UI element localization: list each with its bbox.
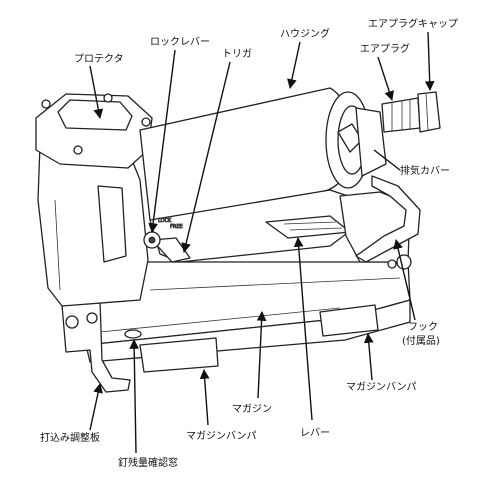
exhaust-cover-part [355, 107, 387, 177]
nose-plate [61, 299, 131, 393]
label-magazine: マガジン [232, 403, 272, 415]
label-housing: ハウジング [280, 27, 330, 40]
nail-window [124, 329, 142, 339]
label-trigger: トリガ [222, 48, 252, 60]
label-drive-adjust-plate: 打込み調整板 [40, 431, 100, 444]
label-magazine-bumper-bottom: マガジンバンパ [186, 430, 257, 442]
marking-lock: LOCK [158, 218, 172, 224]
label-exhaust-cover: 排気カバー [400, 164, 450, 177]
air-plug-part [381, 97, 421, 133]
label-magazine-bumper-right: マガジンバンパ [346, 381, 417, 393]
head-window [97, 185, 127, 263]
trigger-part [151, 237, 191, 263]
label-air-plug: エアプラグ [360, 42, 410, 55]
label-protector: プロテクタ [74, 53, 124, 65]
callouts: プロテクタ ロックレバー トリガ ハウジング エアプラグキャップ エアプラグ 排… [40, 17, 458, 469]
label-lever: レバー [300, 427, 330, 439]
magazine-bumper-right-part [319, 304, 379, 337]
label-hook: フック [408, 321, 438, 333]
head-column [37, 144, 149, 307]
magazine-bumper-bottom-part [139, 337, 219, 373]
hook-part [355, 175, 421, 263]
tool-illustration: LOCK FREE [35, 87, 441, 393]
label-air-plug-cap: エアプラグキャップ [368, 17, 458, 30]
label-hook-note: (付属品) [402, 334, 440, 347]
label-remaining-nail-window: 釘残量確認窓 [118, 456, 178, 469]
marking-free: FREE [170, 224, 183, 230]
air-plug-cap-part [417, 91, 441, 133]
label-lock-lever: ロックレバー [150, 36, 210, 48]
